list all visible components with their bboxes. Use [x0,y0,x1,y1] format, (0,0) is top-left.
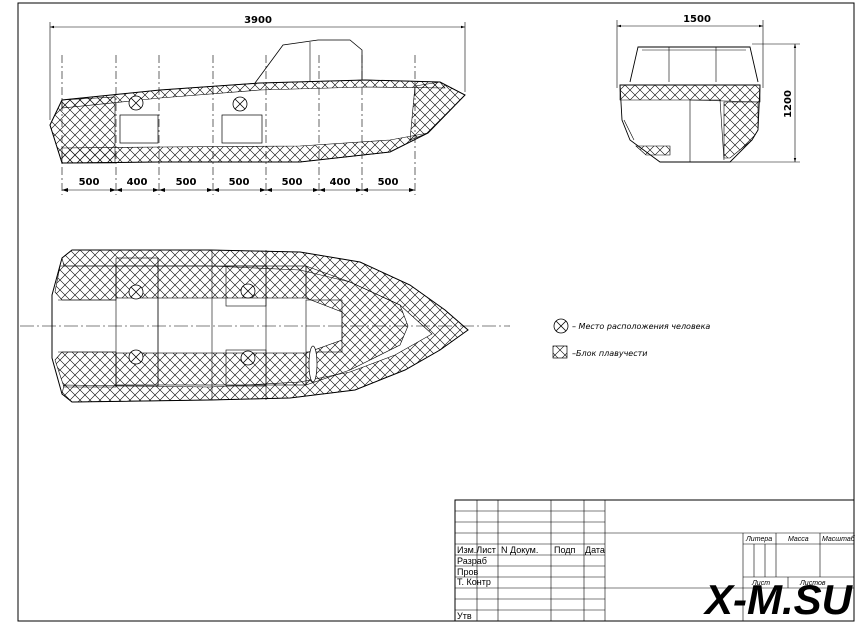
side-view: 3900 500 400 500 500 500 400 500 [49,15,466,195]
title-block-razrab: Разраб [457,556,487,566]
legend-person-position: – Место расположения человека [572,322,710,331]
section-spacing-label: 400 [127,177,148,188]
title-block-n-dokum: N Докум. [501,545,538,555]
buoyancy-block-icon [552,345,568,359]
width-label: 1500 [683,14,711,25]
title-block-data: Дата [585,545,605,555]
section-spacing-label: 500 [176,177,197,188]
legend: – Место расположения человека –Блок плав… [552,318,710,359]
sheet-frame [17,2,855,622]
title-block-listov: Листов [799,580,826,587]
height-label: 1200 [783,90,794,118]
person-marker-side-1 [128,95,144,111]
section-spacing-label: 500 [378,177,399,188]
front-view: 1500 1200 [616,14,800,163]
section-spacing-label: 500 [229,177,250,188]
overall-length-label: 3900 [244,15,272,26]
title-block-izm-list: Изм.Лист [457,545,496,555]
person-marker-plan-2 [240,283,256,299]
person-marker-plan-4 [240,350,256,366]
watermark-logo: X-M.SU [703,576,854,623]
title-block-massa: Масса [788,536,809,543]
section-spacing-label: 400 [330,177,351,188]
section-spacing-label: 500 [282,177,303,188]
title-block: Изм.Лист N Докум. Подп Дата Разраб Пров … [454,499,856,622]
plan-view [20,249,510,403]
title-block-litera: Литера [745,536,772,543]
person-marker-plan-3 [128,349,144,365]
person-position-icon [553,318,569,334]
legend-buoyancy-block: –Блок плавучести [572,349,647,358]
person-marker-side-2 [232,96,248,112]
title-block-utv: Утв [457,611,472,621]
person-marker-plan-1 [128,284,144,300]
title-block-podp: Подп [554,545,576,555]
title-block-masshtab: Масштаб [822,535,856,543]
title-block-prov: Пров [457,567,478,577]
section-spacing-label: 500 [79,177,100,188]
title-block-list: Лист [751,580,770,587]
title-block-t-kontr: Т. Контр [457,577,491,587]
